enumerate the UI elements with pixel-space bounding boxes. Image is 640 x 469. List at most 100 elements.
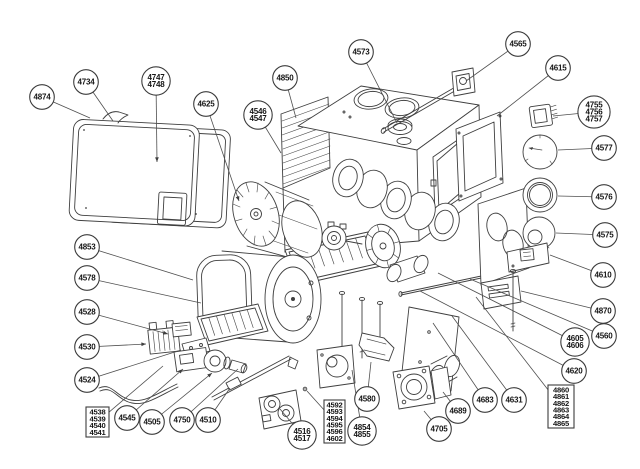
leader-4625 xyxy=(205,103,240,202)
callout-4530: 4530 xyxy=(74,334,100,360)
callout-label-4620: 4620 xyxy=(566,367,584,376)
callout-4610: 4610 xyxy=(590,262,616,288)
callout-circle-4560 xyxy=(591,323,617,349)
round-plate-art xyxy=(522,134,558,170)
exhaust-tube-art xyxy=(386,254,429,283)
callout-label-4530: 4530 xyxy=(79,343,97,352)
callout-circle-4576 xyxy=(591,184,617,210)
trim-ring-art xyxy=(522,177,558,213)
callout-label-4505: 4505 xyxy=(144,418,162,427)
callout-box-4860-4865 xyxy=(547,384,575,429)
thermostat-art xyxy=(528,103,559,128)
callout-circle-4734 xyxy=(73,69,99,95)
callout-label-4575: 4575 xyxy=(597,231,615,240)
callout-4620: 4620 xyxy=(561,358,587,384)
leader-4631 xyxy=(451,315,515,401)
callout-4577: 4577 xyxy=(591,135,617,161)
callout-label-4870: 4870 xyxy=(595,307,613,316)
control-assembly-art xyxy=(98,320,308,430)
leader-4870 xyxy=(520,290,604,312)
callout-4750: 4750 xyxy=(169,407,195,433)
leader-arrowhead-4747-4748 xyxy=(155,157,159,162)
callout-circle-4546-4547 xyxy=(243,100,273,130)
long-bolt-art xyxy=(509,268,517,332)
callout-circle-4578 xyxy=(74,265,100,291)
callout-4510: 4510 xyxy=(195,407,221,433)
flange-assembly-art xyxy=(392,354,461,410)
callout-4631: 4631 xyxy=(501,387,527,413)
callout-circle-4853 xyxy=(74,234,100,260)
callout-4874: 4874 xyxy=(29,84,55,110)
callout-label-4874: 4874 xyxy=(34,93,52,102)
callout-label-4573: 4573 xyxy=(353,48,371,57)
callout-label-4689: 4689 xyxy=(450,407,468,416)
callout-label-4545: 4545 xyxy=(119,414,137,423)
callout-4689: 4689 xyxy=(445,398,471,424)
callout-box-4538-4541 xyxy=(85,406,110,438)
callout-label-4631: 4631 xyxy=(506,396,524,405)
callout-label-4510: 4510 xyxy=(200,416,218,425)
callout-label-4850: 4850 xyxy=(277,74,295,83)
blower-wheel-large-art xyxy=(232,181,323,259)
callout-circle-4689 xyxy=(445,398,471,424)
callout-label-4750: 4750 xyxy=(174,416,192,425)
callout-4524: 4524 xyxy=(74,367,100,393)
callout-box-4592-4602 xyxy=(323,399,346,444)
callout-circle-4577 xyxy=(591,135,617,161)
callout-circle-4620 xyxy=(561,358,587,384)
callout-label-4705: 4705 xyxy=(431,425,449,434)
motor-art xyxy=(321,221,363,251)
leader-4573 xyxy=(360,51,398,124)
callout-label-4577: 4577 xyxy=(596,144,614,153)
callout-4565: 4565 xyxy=(505,31,531,57)
callout-4615: 4615 xyxy=(545,55,571,81)
callout-circle-4530 xyxy=(74,334,100,360)
callout-circle-4625 xyxy=(193,91,219,117)
callout-circle-4573 xyxy=(348,39,374,65)
callout-4505: 4505 xyxy=(139,409,165,435)
callout-4573: 4573 xyxy=(348,39,374,65)
leader-4528 xyxy=(86,311,169,335)
oval-port-panel-art xyxy=(477,187,530,286)
callout-circle-4854-4855 xyxy=(347,416,377,446)
callout-4576: 4576 xyxy=(591,184,617,210)
callout-4575: 4575 xyxy=(592,222,618,248)
leader-4578 xyxy=(86,277,202,304)
burner-tray-art xyxy=(196,303,269,346)
leader-arrowhead-4528 xyxy=(163,331,168,335)
side-access-panel-art xyxy=(455,111,504,202)
callout-circle-4565 xyxy=(505,31,531,57)
leader-4524 xyxy=(86,349,182,381)
callout-circle-4747-4748 xyxy=(141,66,171,96)
callout-4625: 4625 xyxy=(193,91,219,117)
callout-circle-4528 xyxy=(74,299,100,325)
callout-circle-4750 xyxy=(169,407,195,433)
heat-exchanger-tubes-art xyxy=(332,158,460,242)
callout-circle-4610 xyxy=(590,262,616,288)
callout-label-4565: 4565 xyxy=(510,40,528,49)
callout-4853: 4853 xyxy=(74,234,100,260)
callout-4734: 4734 xyxy=(73,69,99,95)
callout-circle-4615 xyxy=(545,55,571,81)
callout-label-4853: 4853 xyxy=(79,243,97,252)
callout-label-4560: 4560 xyxy=(596,332,614,341)
bracket-art xyxy=(506,242,550,273)
callout-circle-4683 xyxy=(472,387,498,413)
callout-circle-4524 xyxy=(74,367,100,393)
boss-plate-art xyxy=(316,344,356,389)
callout-label-4576: 4576 xyxy=(596,193,614,202)
